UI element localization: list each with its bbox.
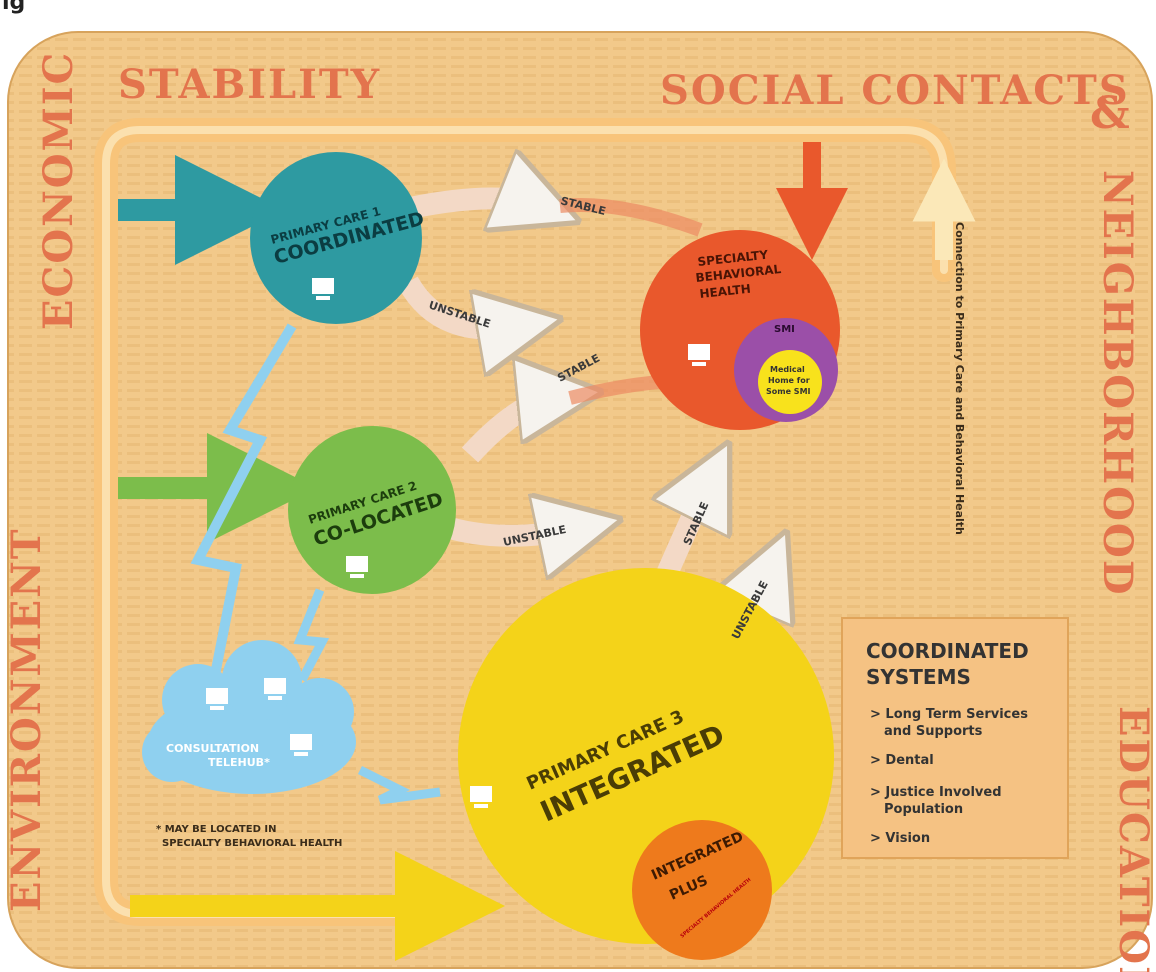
system-item-3-line2: Population — [884, 802, 963, 817]
pc2-stable-arrow — [461, 396, 560, 463]
telehub-link-pc2 — [293, 588, 330, 683]
border-word-stability: STABILITY — [118, 61, 381, 108]
coordinated-systems-title-line1: COORDINATED — [866, 639, 1029, 663]
footnote-line1: * MAY BE LOCATED IN — [156, 824, 276, 835]
sbh-computer-icon — [688, 344, 710, 366]
telehub-label-line2: TELEHUB* — [208, 756, 270, 769]
system-item-3-line1: > Justice Involved — [870, 785, 1002, 800]
telehub-computer-icons — [206, 678, 312, 756]
specialty-return-arrow-top — [559, 198, 703, 237]
figure-header: ig — [0, 0, 1156, 26]
medical-home-line1: Medical — [770, 365, 805, 374]
medical-home-node — [758, 350, 822, 414]
sbh-label-line3: HEALTH — [699, 282, 752, 301]
integrated-plus-node — [632, 820, 772, 960]
outer-path-highlight — [102, 126, 948, 918]
border-word-education: EDUCATION — [1110, 706, 1156, 972]
pc2-computer-icon — [346, 556, 368, 578]
connection-label: Connection to Primary Care and Behaviora… — [953, 222, 966, 535]
border-word-economic: ECONOMIC — [35, 51, 82, 330]
medical-home-line2: Home for — [768, 376, 810, 385]
figure-title-fragment: ig — [2, 0, 26, 15]
telehub-label-line1: CONSULTATION — [166, 742, 259, 755]
coordinated-systems-box — [841, 617, 1069, 859]
primary-care-1-node — [250, 152, 422, 324]
border-word-social-contacts: SOCIAL CONTACTS — [660, 67, 1130, 114]
border-word-neighborhood: NEIGHBORHOOD — [1094, 170, 1141, 597]
pc3-computer-icon — [470, 786, 492, 808]
border-word-ampersand: & — [1090, 88, 1132, 139]
border-word-environment: ENVIRONMENT — [3, 527, 50, 912]
telehub-link-pc3 — [357, 765, 441, 805]
system-item-1-line2: and Supports — [884, 724, 983, 739]
footnote-line2: SPECIALTY BEHAVIORAL HEALTH — [162, 838, 342, 849]
medical-home-line3: Some SMI — [766, 387, 811, 396]
system-item-4-line1: > Vision — [870, 831, 930, 846]
pc1-unstable-arrow — [398, 276, 520, 329]
system-item-2-line1: > Dental — [870, 753, 934, 768]
primary-care-2-node — [288, 426, 456, 594]
pc1-stable-arrow — [407, 198, 540, 208]
telehub-link-pc1 — [190, 323, 297, 681]
smi-label: SMI — [774, 324, 795, 335]
system-item-1-line1: > Long Term Services — [870, 707, 1028, 722]
coordinated-systems-title-line2: SYSTEMS — [866, 665, 971, 689]
pc1-computer-icon — [312, 278, 334, 300]
